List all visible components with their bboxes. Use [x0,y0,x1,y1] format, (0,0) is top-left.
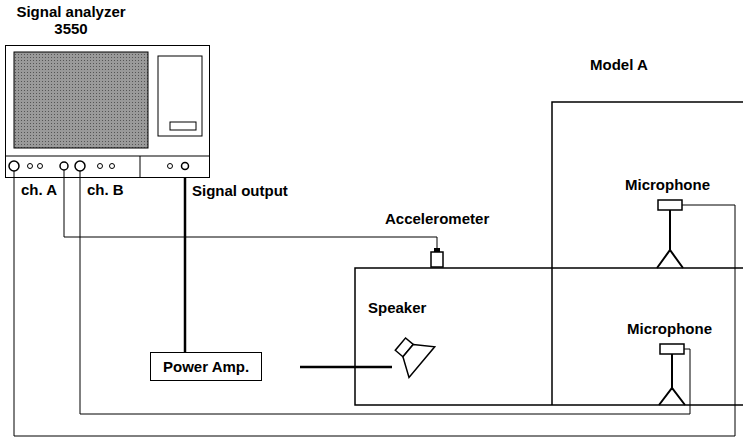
analyzer-display [170,122,196,130]
speaker-symbol [395,335,435,377]
mic-stand [669,210,671,252]
part-label: Accelerometer [385,210,489,227]
room-outline [355,268,743,405]
knob [98,164,103,169]
device-title: Signal analyzer 3550 [6,3,136,38]
analyzer-panel [158,56,202,136]
speaker-cable [300,366,392,369]
knob [38,164,43,169]
channel-label: ch. B [87,181,124,198]
port-label: Signal output [192,182,288,199]
knob [110,164,115,169]
connector [75,161,85,171]
knob [168,164,173,169]
model-label: Model A [590,56,648,73]
mic-stand [659,388,685,405]
panel-line [5,155,210,156]
accelerometer-symbol [431,252,443,267]
model-outline [552,102,743,405]
panel-divider [140,156,141,178]
connector [182,163,189,170]
signal-wire [184,178,187,352]
mic-cable [14,171,735,436]
connector [60,162,68,170]
signal-analyzer: Signal analyzer 3550ch. Ach. B [5,45,210,178]
microphone-symbol [658,200,682,210]
channel-label: ch. A [21,181,57,198]
microphone-symbol [660,344,684,354]
accel-cable [64,170,437,250]
part-label: Microphone [625,176,710,193]
analyzer-screen [14,52,148,148]
part-label: Microphone [627,320,712,337]
accelerometer-symbol [434,248,440,252]
part-label: Speaker [368,299,426,316]
mic-stand [671,354,673,390]
mic-cable [80,171,690,414]
box-label: Power Amp. [163,358,249,375]
speaker-symbol [388,329,435,378]
knob [28,164,33,169]
process-box: Power Amp. [150,352,262,381]
connector [9,161,19,171]
mic-stand [657,250,683,268]
